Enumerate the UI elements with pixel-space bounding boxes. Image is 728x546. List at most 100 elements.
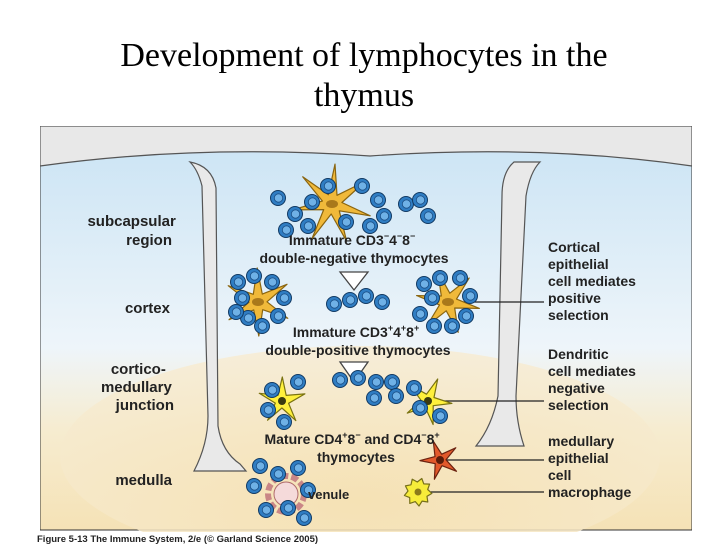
thymocyte xyxy=(260,402,276,418)
thymocyte xyxy=(270,466,286,482)
label-mature: Mature CD4+8− and CD4−8+ thymocytes xyxy=(264,425,443,465)
thymocyte xyxy=(358,288,374,304)
thymocyte xyxy=(296,510,312,526)
mature-line-2: thymocytes xyxy=(317,449,395,465)
label-corticomedullary: cortico- medullary junction xyxy=(101,361,176,414)
dp-mid1: 4 xyxy=(393,324,401,340)
thymocyte xyxy=(240,310,256,326)
thymocyte xyxy=(258,502,274,518)
thymocyte xyxy=(300,482,316,498)
thymocyte xyxy=(254,318,270,334)
thymocyte xyxy=(432,270,448,286)
thymocyte xyxy=(366,390,382,406)
dendritic-line-3: negative xyxy=(548,380,605,396)
dn-line-2: double-negative thymocytes xyxy=(259,250,448,266)
thymocyte xyxy=(234,290,250,306)
arrow-dn-to-dp xyxy=(338,271,370,292)
mature-sc: − xyxy=(421,430,426,440)
medullary-line-2: epithelial xyxy=(548,450,609,466)
thymocyte xyxy=(280,500,296,516)
medullary-line-3: cell xyxy=(548,467,571,483)
corticomedullary-line-2: medullary xyxy=(101,379,173,396)
medulla-line-1: medulla xyxy=(115,472,172,489)
mature-b: 8 xyxy=(348,431,356,447)
dn-sup3: − xyxy=(410,231,415,241)
dn-prefix: Immature CD3 xyxy=(289,232,384,248)
label-cortex: cortex xyxy=(125,300,171,317)
label-dendritic: Dendritic cell mediates negative selecti… xyxy=(548,346,640,413)
cortical-line-4: positive xyxy=(548,290,601,306)
mature-line-1: Mature CD4+8− and CD4−8+ xyxy=(264,430,439,447)
figure-caption: Figure 5-13 The Immune System, 2/e (© Ga… xyxy=(37,534,319,545)
corticomedullary-line-3: junction xyxy=(115,397,174,414)
dp-sup2: + xyxy=(401,323,406,333)
dp-sup3: + xyxy=(414,323,419,333)
thymocyte xyxy=(406,380,422,396)
title-line-1: Development of lymphocytes in the xyxy=(120,37,608,74)
thymocyte xyxy=(290,374,306,390)
thymocyte xyxy=(246,268,262,284)
cortical-epithelial-cell xyxy=(416,271,480,333)
dendritic-line-4: selection xyxy=(548,397,609,413)
thymocyte xyxy=(462,288,478,304)
dp-prefix: Immature CD3 xyxy=(293,324,388,340)
mature-sb: − xyxy=(355,430,360,440)
thymocyte xyxy=(452,270,468,286)
macrophage-line-1: macrophage xyxy=(548,484,631,500)
dendritic-cell xyxy=(258,376,306,422)
thymocyte xyxy=(246,478,262,494)
thymocyte xyxy=(412,306,428,322)
thymocyte xyxy=(264,382,280,398)
mature-sa: + xyxy=(342,430,347,440)
thymocyte xyxy=(338,214,354,230)
thymocyte xyxy=(424,290,440,306)
mature-sd: + xyxy=(434,430,439,440)
thymocyte xyxy=(384,374,400,390)
thymocyte xyxy=(270,308,286,324)
medullary-epithelial-cell xyxy=(419,440,458,480)
thymocyte xyxy=(354,178,370,194)
label-cortical-epithelial: Cortical epithelial cell mediates positi… xyxy=(548,239,640,323)
thymocyte xyxy=(270,190,286,206)
cortical-line-3: cell mediates xyxy=(548,273,636,289)
thymocyte xyxy=(370,192,386,208)
thymocyte xyxy=(412,192,428,208)
dn-sup2: − xyxy=(397,231,402,241)
thymocyte xyxy=(398,196,414,212)
dn-mid2: 8 xyxy=(402,232,410,248)
thymocyte xyxy=(458,308,474,324)
thymocyte xyxy=(376,208,392,224)
right-septum xyxy=(474,161,542,447)
thymocyte xyxy=(278,222,294,238)
label-medullary-epithelial: medullary epithelial cell xyxy=(548,433,618,483)
thymocyte xyxy=(416,276,432,292)
thymocyte xyxy=(320,178,336,194)
slide-title: Development of lymphocytes in the thymus xyxy=(0,36,728,116)
thymocyte xyxy=(300,218,316,234)
thymocyte xyxy=(287,206,303,222)
cortical-line-5: selection xyxy=(548,307,609,323)
thymocyte xyxy=(426,318,442,334)
dp-sup1: + xyxy=(388,323,393,333)
subcapsular-line-1: subcapsular xyxy=(87,213,176,230)
thymocyte xyxy=(228,304,244,320)
thymocyte xyxy=(388,388,404,404)
thymocyte xyxy=(326,296,342,312)
thymus-diagram: subcapsular region cortex cortico- medul… xyxy=(40,126,692,532)
thymocyte xyxy=(332,372,348,388)
thymocyte xyxy=(350,370,366,386)
thymocyte xyxy=(304,194,320,210)
subcapsular-line-2: region xyxy=(126,232,172,249)
thymocyte xyxy=(432,408,448,424)
dn-sup1: − xyxy=(384,231,389,241)
dendritic-line-1: Dendritic xyxy=(548,346,609,362)
thymocyte xyxy=(362,218,378,234)
label-double-positive: Immature CD3+4+8+ double-positive thymoc… xyxy=(265,318,450,358)
thymocyte xyxy=(276,414,292,430)
label-subcapsular: subcapsular region xyxy=(87,213,180,249)
mature-c: and CD4 xyxy=(361,431,422,447)
thymocyte xyxy=(412,400,428,416)
cortex-line-1: cortex xyxy=(125,300,171,317)
macrophage-cell xyxy=(403,477,433,507)
mature-a: Mature CD4 xyxy=(264,431,342,447)
